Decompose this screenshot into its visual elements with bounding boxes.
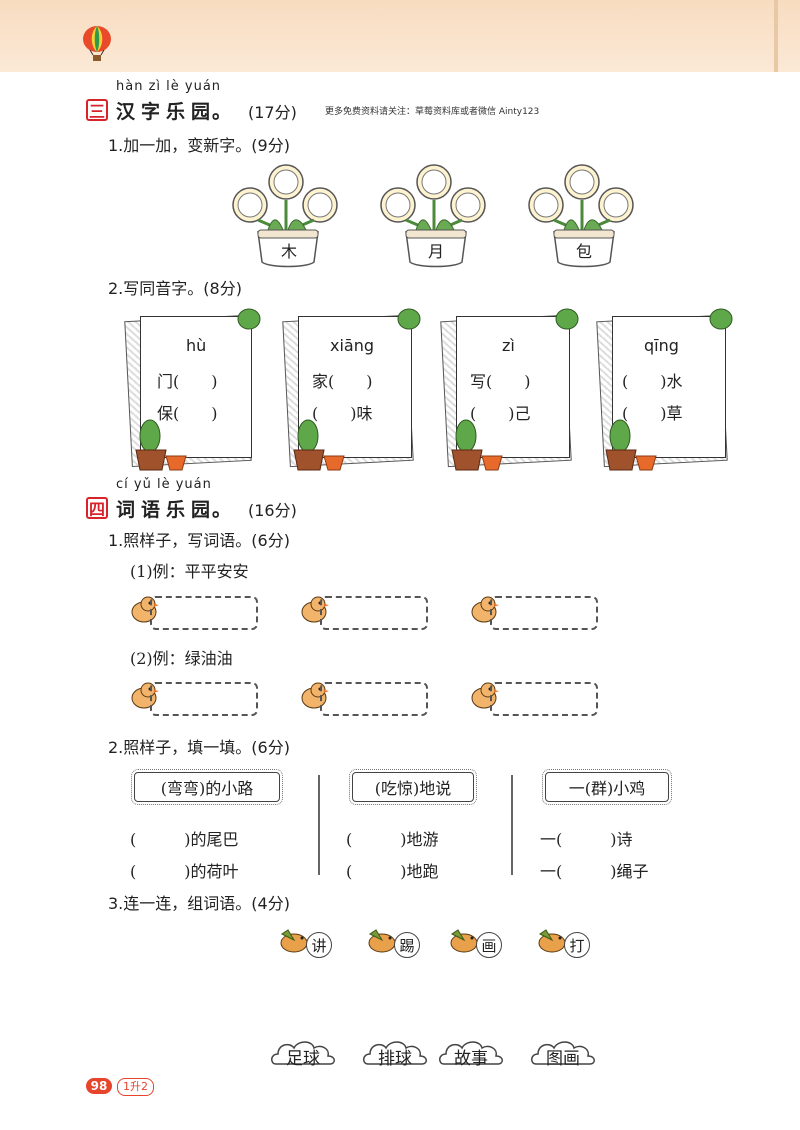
flower-pot-1	[232, 164, 338, 268]
cloud-shape	[271, 1041, 335, 1065]
cloud-shape	[531, 1041, 595, 1065]
noun-cloud-3[interactable]: 故事	[454, 1049, 488, 1069]
top-banner	[0, 0, 800, 72]
col1-item-1: ( )的尾巴	[130, 830, 239, 849]
pot-char-3: 包	[576, 242, 593, 261]
section4-score: (16分)	[248, 501, 297, 520]
answer-box[interactable]	[490, 682, 598, 716]
page-number: 98	[86, 1078, 112, 1094]
example-box-1: (弯弯)的小路	[131, 769, 283, 805]
hot-air-balloon-icon	[83, 26, 111, 61]
cactus-pot-icon	[135, 419, 187, 471]
card-1-line-1: 门( )	[157, 372, 218, 391]
column-divider	[511, 775, 513, 875]
section3-title-dot: 。	[212, 101, 238, 123]
noun-cloud-4[interactable]: 图画	[546, 1049, 580, 1069]
cactus-corner-icon	[397, 308, 421, 330]
example-box-3: 一(群)小鸡	[542, 769, 672, 805]
cactus-corner-icon	[709, 308, 733, 330]
cactus-pot-icon	[293, 419, 345, 471]
section3-pinyin: hàn zì lè yuán	[116, 79, 222, 94]
verb-circle-2[interactable]: 踢	[394, 932, 420, 958]
section4-badge: 四	[86, 497, 108, 519]
flower-pot-2	[380, 164, 486, 268]
card-4-line-2: ( )草	[622, 404, 683, 423]
flower-pot-3	[528, 164, 634, 268]
q4-2-label: 2.照样子，填一填。(6分)	[108, 738, 290, 757]
card-3-line-2: ( )己	[470, 404, 531, 423]
card-1-pinyin: hù	[186, 336, 207, 355]
verb-circle-4[interactable]: 打	[564, 932, 590, 958]
section4-title-dot: 。	[212, 499, 238, 521]
card-1-line-2: 保( )	[157, 404, 218, 423]
pot-char-2: 月	[428, 242, 445, 261]
cloud-shape	[439, 1041, 503, 1065]
col2-item-2: ( )地跑	[346, 862, 439, 881]
q4-1-example-1: (1)例：平平安安	[130, 562, 249, 581]
section3-badge: 三	[86, 99, 108, 121]
answer-box[interactable]	[320, 682, 428, 716]
answer-box[interactable]	[150, 682, 258, 716]
col3-item-2: 一( )绳子	[540, 862, 649, 881]
card-2-line-1: 家( )	[312, 372, 373, 391]
card-3-line-1: 写( )	[470, 372, 531, 391]
section4-title: 词语乐园	[116, 499, 217, 521]
q2-label: 2.写同音字。(8分)	[108, 279, 242, 298]
col1-item-2: ( )的荷叶	[130, 862, 239, 881]
answer-box[interactable]	[490, 596, 598, 630]
card-4-line-1: ( )水	[622, 372, 683, 391]
verb-circle-3[interactable]: 画	[476, 932, 502, 958]
card-3-pinyin: zì	[502, 336, 515, 355]
noun-cloud-2[interactable]: 排球	[378, 1049, 412, 1069]
watermark-note: 更多免费资料请关注：草莓资料库或者微信 Ainty123	[325, 107, 540, 117]
column-divider	[318, 775, 320, 875]
q4-1-label: 1.照样子，写词语。(6分)	[108, 531, 290, 550]
answer-box[interactable]	[150, 596, 258, 630]
noun-cloud-1[interactable]: 足球	[286, 1049, 320, 1069]
cloud-shape	[363, 1041, 427, 1065]
cactus-corner-icon	[237, 308, 261, 330]
cactus-pot-icon	[451, 419, 503, 471]
example-box-2: (吃惊)地说	[349, 769, 477, 805]
pot-char-1: 木	[281, 242, 298, 261]
card-4-pinyin: qīng	[644, 336, 679, 355]
q4-3-label: 3.连一连，组词语。(4分)	[108, 894, 290, 913]
cactus-pot-icon	[605, 419, 657, 471]
cactus-corner-icon	[555, 308, 579, 330]
answer-box[interactable]	[320, 596, 428, 630]
q1-label: 1.加一加，变新字。(9分)	[108, 136, 290, 155]
section3-score: (17分)	[248, 103, 297, 122]
card-2-line-2: ( )味	[312, 404, 373, 423]
col2-item-1: ( )地游	[346, 830, 439, 849]
grade-badge: 1升2	[117, 1078, 154, 1096]
q4-1-example-2: (2)例：绿油油	[130, 649, 233, 668]
card-4	[612, 316, 726, 458]
section3-title: 汉字乐园	[116, 101, 217, 123]
section4-pinyin: cí yǔ lè yuán	[116, 477, 212, 492]
col3-item-1: 一( )诗	[540, 830, 633, 849]
card-2-pinyin: xiāng	[330, 336, 375, 355]
verb-circle-1[interactable]: 讲	[306, 932, 332, 958]
